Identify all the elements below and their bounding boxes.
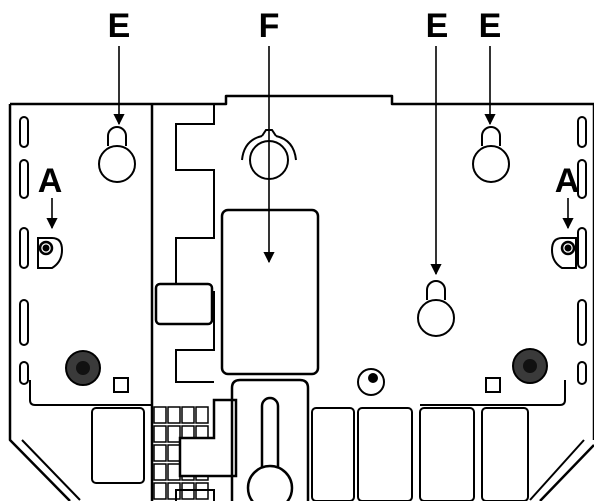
keyhole-slot-top-left — [98, 126, 136, 183]
callout-a-right: A — [555, 162, 580, 200]
callout-f-top: F — [259, 7, 280, 45]
screw-clip-right — [550, 237, 577, 269]
keyhole-slot-middle — [417, 280, 455, 337]
small-square-right — [485, 377, 501, 393]
round-knob — [357, 368, 385, 396]
bottom-stub — [175, 489, 215, 501]
bottom-vents — [91, 407, 529, 501]
switch-block — [154, 282, 214, 326]
rubber-foot-left — [65, 350, 101, 386]
callout-e-top-middle: E — [426, 7, 449, 45]
housing-inner-border — [21, 380, 585, 501]
rubber-foot-right — [512, 348, 548, 384]
cross-tab — [178, 398, 238, 478]
screw-clip-left — [37, 237, 64, 269]
callout-a-left: A — [38, 162, 63, 200]
housing-outline — [8, 94, 594, 501]
cable-keyhole — [246, 396, 294, 501]
left-side-slots — [19, 116, 29, 385]
label-window — [220, 208, 320, 376]
stepped-edge — [175, 104, 215, 383]
small-square-left — [113, 377, 129, 393]
cable-channel-frame — [230, 378, 310, 501]
right-side-slots — [577, 116, 587, 385]
keyhole-slot-top-right — [472, 126, 510, 183]
callout-e-top-left: E — [108, 7, 131, 45]
callout-e-top-right: E — [479, 7, 502, 45]
callout-arrows — [46, 46, 574, 276]
